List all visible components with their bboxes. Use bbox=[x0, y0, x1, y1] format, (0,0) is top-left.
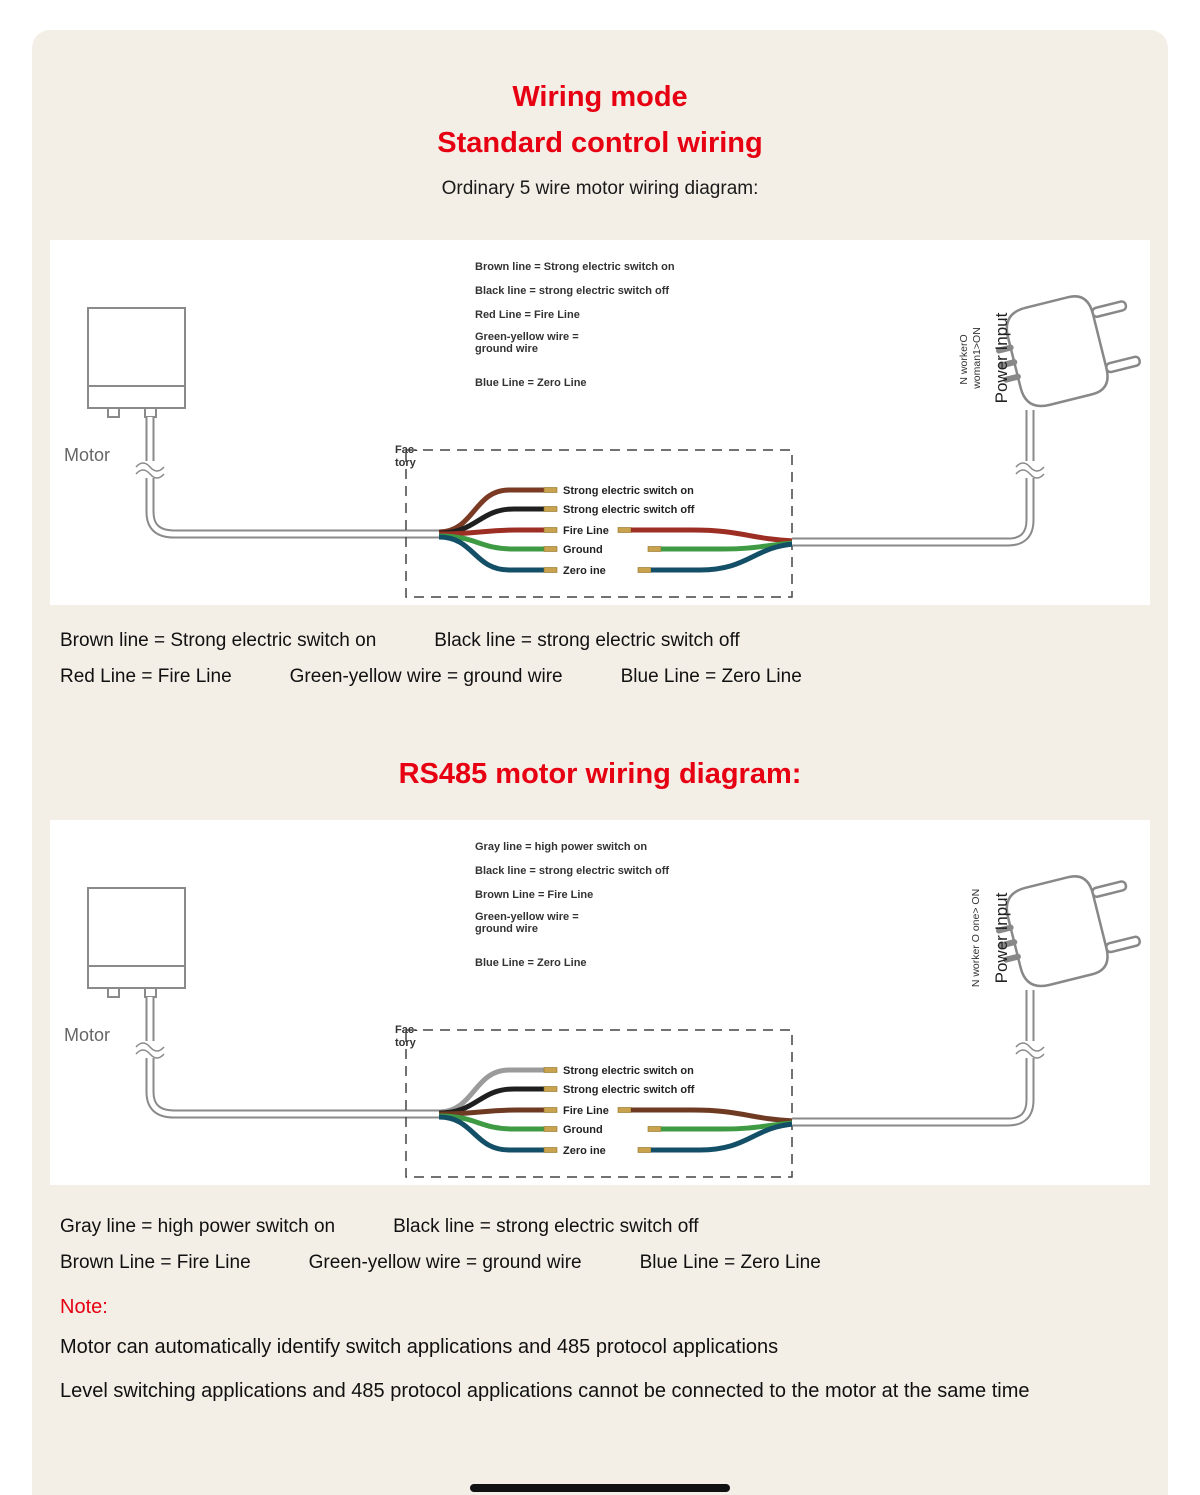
wire-tip bbox=[543, 487, 558, 493]
wire-tip bbox=[543, 567, 558, 573]
motor-label: Motor bbox=[64, 445, 110, 465]
motor-icon bbox=[87, 307, 186, 418]
legend-item: Brown Line = Fire Line bbox=[60, 1252, 251, 1273]
legend-item: Gray line = high power switch on bbox=[60, 1216, 336, 1237]
standard-wiring-svg: Motor Brown line = Strong electric switc… bbox=[64, 261, 1142, 598]
wire-tip bbox=[543, 1067, 558, 1073]
wire-tip bbox=[637, 1147, 652, 1153]
wire-tip bbox=[543, 546, 558, 552]
content-card: Wiring mode Standard control wiring Ordi… bbox=[32, 30, 1168, 1495]
legend-line: Red Line = Fire Line bbox=[475, 309, 580, 321]
legend-line: Blue Line = Zero Line bbox=[475, 377, 587, 389]
power-cable bbox=[792, 990, 1035, 1127]
legend-item: Blue Line = Zero Line bbox=[620, 666, 802, 687]
factory-dashed-box bbox=[405, 1029, 793, 1178]
power-cable bbox=[792, 410, 1035, 547]
bottom-home-indicator bbox=[470, 1484, 730, 1492]
wire-label: Ground bbox=[563, 1124, 603, 1136]
rs485-section-title: RS485 motor wiring diagram: bbox=[398, 758, 802, 790]
standard-wiring-panel: Motor Brown line = Strong electric switc… bbox=[50, 240, 1150, 605]
motor-cable bbox=[145, 417, 440, 539]
wire-zero-out bbox=[651, 541, 795, 573]
power-plug-icon bbox=[995, 875, 1142, 988]
factory-label: tory bbox=[395, 457, 417, 469]
note-title: Note: bbox=[60, 1296, 108, 1318]
legend-item: Black line = strong electric switch off bbox=[434, 630, 740, 651]
wire-label: Fire Line bbox=[563, 1105, 609, 1117]
page-title-line2: Standard control wiring bbox=[437, 127, 763, 159]
wire-zero-out bbox=[651, 1121, 795, 1153]
legend-line: Black line = strong electric switch off bbox=[475, 285, 669, 297]
legend-line: Brown Line = Fire Line bbox=[475, 889, 593, 901]
legend-item: Red Line = Fire Line bbox=[60, 666, 232, 687]
note-section: Note: Motor can automatically identify s… bbox=[60, 1296, 1140, 1422]
motor-cable bbox=[145, 997, 440, 1119]
cable-break-icon bbox=[135, 461, 165, 479]
motor-icon bbox=[87, 887, 186, 998]
wire-label: Ground bbox=[563, 544, 603, 556]
legend-line: Green-yellow wire = bbox=[475, 331, 579, 343]
power-input-label: Power Input bbox=[992, 312, 1011, 403]
wire-tip bbox=[647, 1126, 662, 1132]
wire-label: Strong electric switch on bbox=[563, 1065, 694, 1077]
legend-item: Green-yellow wire = ground wire bbox=[308, 1252, 582, 1273]
factory-label: tory bbox=[395, 1037, 417, 1049]
rs485-wiring-panel: Motor Gray line = high power switch on B… bbox=[50, 820, 1150, 1185]
power-plug-icon bbox=[995, 295, 1142, 408]
legend-line: Green-yellow wire = bbox=[475, 911, 579, 923]
wire-label: Zero ine bbox=[563, 1145, 606, 1157]
wire-fire bbox=[438, 1107, 544, 1117]
wire-label: Fire Line bbox=[563, 525, 609, 537]
plug-note: N workerO woman1>ON bbox=[958, 327, 983, 390]
wire-tip bbox=[543, 1086, 558, 1092]
wire-tip bbox=[543, 1126, 558, 1132]
motor-label: Motor bbox=[64, 1025, 110, 1045]
wire-zero bbox=[438, 534, 544, 573]
legend-item: Green-yellow wire = ground wire bbox=[289, 666, 563, 687]
power-input-label: Power Input bbox=[992, 892, 1011, 983]
cable-break-icon bbox=[1015, 1041, 1045, 1059]
diagram-subtitle: Ordinary 5 wire motor wiring diagram: bbox=[441, 178, 759, 199]
wire-tip bbox=[647, 546, 662, 552]
legend-item: Brown line = Strong electric switch on bbox=[60, 630, 377, 651]
page-header: Wiring mode Standard control wiring Ordi… bbox=[32, 74, 1168, 200]
rs485-legend: Gray line = high power switch on Black l… bbox=[60, 1216, 1148, 1288]
wire-tip bbox=[543, 1147, 558, 1153]
wire-tip bbox=[543, 527, 558, 533]
legend-line: Gray line = high power switch on bbox=[475, 841, 647, 853]
wire-tip bbox=[617, 1107, 632, 1113]
wire-fire bbox=[438, 527, 544, 537]
wire-label: Strong electric switch on bbox=[563, 485, 694, 497]
wire-fire-out bbox=[631, 527, 795, 544]
wire-tip bbox=[543, 1107, 558, 1113]
legend-line: ground wire bbox=[475, 343, 538, 355]
wire-label: Strong electric switch off bbox=[563, 1084, 695, 1096]
wire-label: Strong electric switch off bbox=[563, 504, 695, 516]
plug-note: N worker O one> ON bbox=[970, 889, 982, 987]
legend-item: Blue Line = Zero Line bbox=[639, 1252, 821, 1273]
rs485-wiring-svg: Motor Gray line = high power switch on B… bbox=[64, 841, 1142, 1178]
wire-label: Zero ine bbox=[563, 565, 606, 577]
legend-line: Blue Line = Zero Line bbox=[475, 957, 587, 969]
cable-break-icon bbox=[135, 1041, 165, 1059]
legend-item: Black line = strong electric switch off bbox=[393, 1216, 699, 1237]
legend-line: Black line = strong electric switch off bbox=[475, 865, 669, 877]
wire-tip bbox=[543, 506, 558, 512]
legend-line: Brown line = Strong electric switch on bbox=[475, 261, 675, 273]
page-title-line1: Wiring mode bbox=[512, 81, 688, 113]
factory-dashed-box bbox=[405, 449, 793, 598]
wire-tip bbox=[637, 567, 652, 573]
wire-zero bbox=[438, 1114, 544, 1153]
wire-tip bbox=[617, 527, 632, 533]
standard-legend: Brown line = Strong electric switch on B… bbox=[60, 630, 1148, 702]
note-line: Level switching applications and 485 pro… bbox=[60, 1380, 1030, 1402]
note-line: Motor can automatically identify switch … bbox=[60, 1336, 779, 1358]
cable-break-icon bbox=[1015, 461, 1045, 479]
legend-line: ground wire bbox=[475, 923, 538, 935]
wire-fire-out bbox=[631, 1107, 795, 1124]
